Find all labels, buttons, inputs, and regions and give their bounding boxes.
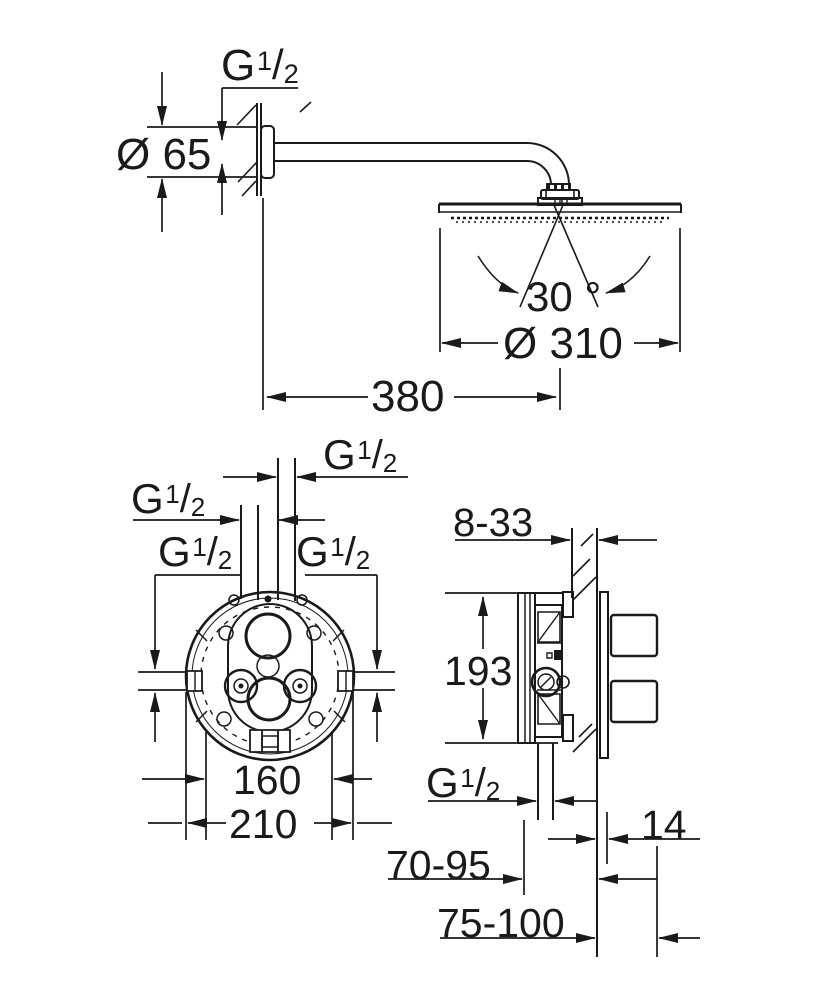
thermostat-cartridge (246, 614, 290, 658)
fixing-details (196, 595, 345, 726)
dim-label-wall-depth-range: 8-33 (453, 501, 534, 545)
shower-arm-assembly (237, 102, 681, 222)
dim-label-outlet-thread: G1/2 (426, 759, 501, 807)
dim-label-arm-thread: G1/2 (221, 41, 299, 90)
dim-label-install-depth-max: 75-100 (437, 900, 565, 946)
shower-arm-joint (538, 183, 582, 205)
wall-hatch-side (573, 534, 596, 752)
handle-top (611, 615, 657, 656)
wall-hatch (237, 102, 311, 196)
dim-label-swivel-angle: 30 ° (526, 273, 602, 320)
valve-seat-right (284, 670, 316, 702)
bottom-outlet (250, 730, 290, 752)
cartridge-housing (228, 604, 312, 732)
dim-label-trim-thickness: 14 (641, 802, 687, 848)
dim-label-side-port-left: G1/2 (158, 528, 233, 576)
valve-front-view (186, 458, 354, 760)
rough-in-box (518, 592, 573, 743)
dim-label-body-height: 193 (444, 648, 513, 694)
dim-label-top-pipe-left: G1/2 (131, 475, 206, 523)
dim-label-install-depth-min: 70-95 (386, 842, 491, 888)
shower-arm-tube (274, 143, 569, 185)
swivel-angle (478, 205, 650, 307)
dim-label-body-diameter: 210 (229, 801, 298, 847)
trim-plate (600, 592, 608, 758)
escutcheon (261, 126, 274, 178)
shower-dimensions (147, 72, 680, 410)
dim-label-side-port-right: G1/2 (296, 528, 371, 576)
dim-label-escutcheon-diameter: Ø 65 (116, 130, 212, 179)
valve-seat-left (225, 670, 257, 702)
dim-label-head-diameter: Ø 310 (503, 319, 623, 368)
valve-side-dimensions (388, 535, 700, 957)
dim-label-top-pipe-right: G1/2 (323, 431, 398, 479)
dim-label-port-spacing: 160 (233, 757, 302, 803)
handle-bottom (611, 681, 657, 722)
valve-front-dimensions (133, 472, 408, 840)
dim-label-arm-projection: 380 (371, 372, 445, 421)
